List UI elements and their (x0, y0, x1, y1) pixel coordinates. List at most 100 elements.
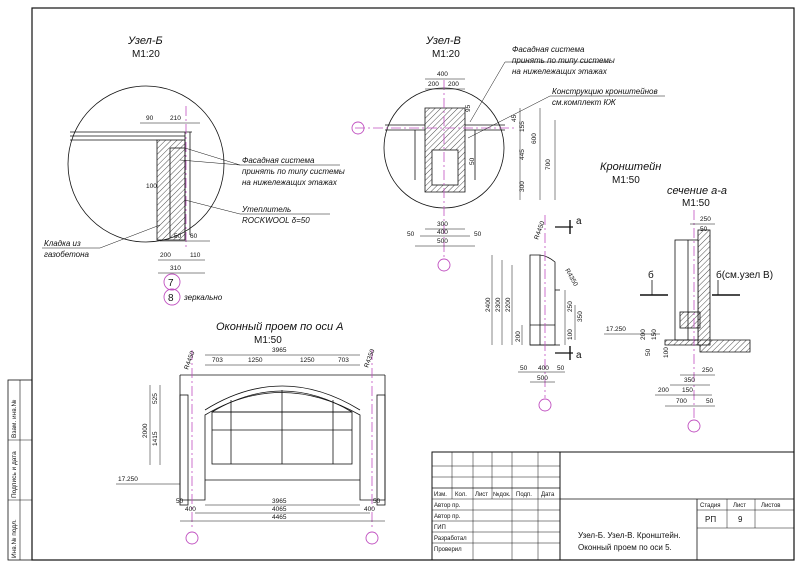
uzel-v-dim: 600 (531, 133, 538, 144)
bracket-dim-v: 2400 (485, 297, 492, 312)
bracket-dim-b: 400 (538, 365, 549, 372)
uzel-b-wall (70, 131, 192, 241)
section-aa-dim: 700 (676, 398, 687, 405)
uzel-b-note-masonry-1: Кладка из (44, 239, 81, 248)
window-dim-bottom: 50 (373, 498, 381, 505)
side-stamp-3: Инв.№ подл. (11, 519, 18, 558)
side-stamp-2: Подпись и дата (11, 451, 18, 498)
uzel-b-dim: 50 (174, 233, 182, 240)
uzel-b-note-insul-2: ROCKWOOL δ=50 (242, 216, 310, 225)
window-frame (179, 374, 386, 506)
marker-8-label: 8 (168, 293, 174, 304)
section-aa-wall (664, 229, 751, 353)
uzel-v-beam (385, 107, 505, 193)
side-stamp-strip: Взам. инв.№ Подпись и дата Инв.№ подл. (7, 379, 33, 561)
window-level: 17.250 (118, 476, 138, 483)
window-dim-bottom: 50 (176, 498, 184, 505)
window-dim-top: 703 (338, 357, 349, 364)
tb-stage: РП (705, 515, 716, 524)
uzel-v-note-facade-1: Фасадная система (512, 45, 585, 54)
bracket-section-mark-top: а (576, 216, 582, 227)
bracket-scale: М1:50 (612, 175, 640, 186)
section-aa-scale: М1:50 (682, 198, 710, 209)
section-aa-axis-bubble (687, 419, 701, 433)
section-aa-dim: 350 (684, 377, 695, 384)
uzel-v-axis-bubble (437, 258, 451, 272)
tb-role: Автор пр. (434, 514, 461, 520)
uzel-v-dim: 500 (437, 238, 448, 245)
section-aa-dim: 150 (651, 329, 658, 340)
section-aa-dim: 200 (640, 329, 647, 340)
window-axis-bubble-left (185, 531, 199, 545)
marker-7-label: 7 (168, 278, 174, 289)
tb-header: Изм. (434, 492, 447, 498)
uzel-v-dim: 445 (519, 149, 526, 160)
section-aa-mark-left: б (648, 269, 654, 281)
uzel-b-dim: 310 (170, 265, 181, 272)
sheet-frame (31, 7, 795, 561)
tb-sheet: 9 (738, 515, 743, 524)
window-dim-bottom: 4465 (272, 514, 287, 521)
uzel-v-dim: 155 (519, 121, 526, 132)
uzel-b-note-facade-1: Фасадная система (242, 156, 315, 165)
window-dim-top: 1250 (300, 357, 315, 364)
window-dim-bottom: 400 (364, 506, 375, 513)
uzel-b-dim: 200 (160, 252, 171, 259)
section-aa-dim: 200 (658, 387, 669, 394)
window-scale: М1:50 (254, 335, 282, 346)
uzel-b-note-insul-1: Утеплитель (241, 205, 291, 214)
title-block-text: Изм. Кол. Лист №док. Подп. Дата Автор пр… (434, 491, 781, 553)
bracket-dim-v: 250 (567, 301, 574, 312)
tb-description-2: Оконный проем по оси 5. (578, 543, 672, 552)
tb-role: Проверил (434, 547, 462, 553)
window-dim-left: 1415 (152, 431, 159, 446)
section-aa-dim: 50 (700, 226, 708, 233)
bracket: Кронштейн М1:50 а а R4450 R4350 2400 230… (485, 161, 661, 412)
tb-sheets-label: Листов (761, 503, 781, 509)
title-block (431, 451, 795, 561)
window-axis-bubble-right (365, 531, 379, 545)
marker-8-note: зеркально (183, 293, 223, 302)
window-dim-bottom: 400 (185, 506, 196, 513)
uzel-v-dim: 400 (437, 71, 448, 78)
section-aa-dim: 150 (682, 387, 693, 394)
uzel-b-scale: М1:20 (132, 49, 160, 60)
bracket-radius-2: R4350 (563, 268, 579, 288)
window-radius-1: R4450 (183, 350, 196, 371)
uzel-v: Узел-В М1:20 400 200 200 95 45 155 600 4… (351, 35, 665, 272)
uzel-b-title: Узел-Б (127, 35, 163, 47)
window-radius-2: R4350 (363, 348, 376, 369)
uzel-v-axis-bubble-left (351, 121, 365, 135)
window-dim-bottom: 3965 (272, 498, 287, 505)
uzel-b-circle (67, 85, 225, 243)
bracket-dim-v: 100 (567, 329, 574, 340)
uzel-b-note-masonry-2: газобетона (44, 250, 89, 259)
section-aa-dim: 250 (700, 216, 711, 223)
tb-stage-label: Стадия (700, 503, 720, 509)
bracket-dim-v: 350 (577, 311, 584, 322)
uzel-b-dim: 210 (170, 115, 181, 122)
section-aa-title: сечение а-а (667, 185, 727, 197)
uzel-v-dim: 50 (474, 231, 482, 238)
tb-role: Разработал (434, 536, 467, 542)
bracket-dim-b: 500 (537, 375, 548, 382)
bracket-dim-b: 50 (557, 365, 565, 372)
bracket-radius-1: R4450 (533, 220, 546, 241)
tb-sheet-label: Лист (733, 503, 746, 509)
tb-role: ГИП (434, 525, 446, 531)
section-aa-dim: 100 (663, 347, 670, 358)
uzel-v-dim: 400 (437, 229, 448, 236)
tb-header: Подп. (516, 492, 532, 498)
uzel-b-dim: 90 (146, 115, 154, 122)
window-dim-bottom: 4065 (272, 506, 287, 513)
uzel-v-dim: 50 (469, 157, 476, 165)
section-aa-dim: 250 (702, 367, 713, 374)
uzel-b-dim: 60 (190, 233, 198, 240)
bracket-dim-b: 50 (520, 365, 528, 372)
uzel-b: Узел-Б М1:20 90 210 100 50 60 200 110 31… (42, 35, 345, 306)
uzel-b-dim: 100 (146, 183, 157, 190)
tb-header: Кол. (455, 492, 467, 498)
bracket-profile (529, 254, 560, 346)
bracket-axis-bubble (538, 398, 552, 412)
